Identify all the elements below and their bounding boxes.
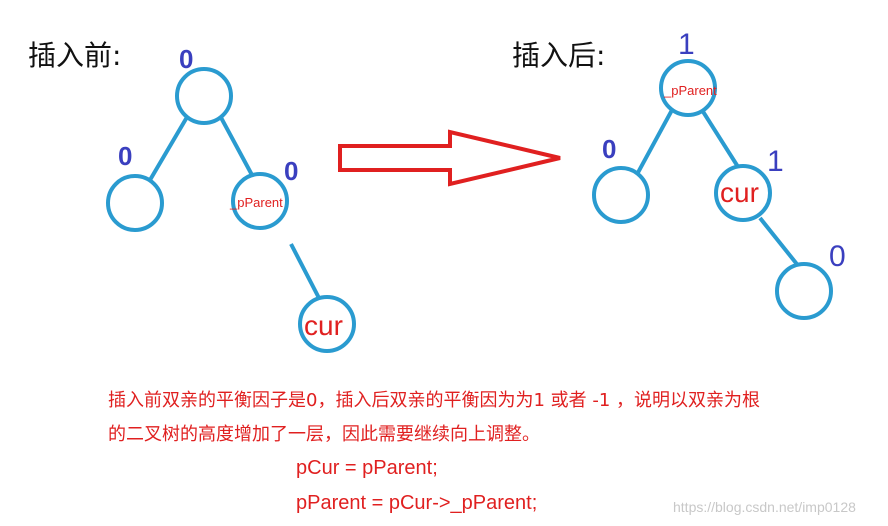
edge-root-left-after	[633, 109, 674, 179]
balance-left-after: 0	[602, 134, 617, 164]
edge-root-right-after	[700, 108, 742, 172]
node-root-after	[659, 59, 717, 117]
label-parent-after: _pParent	[664, 83, 717, 98]
watermark: https://blog.csdn.net/imp0128	[673, 499, 856, 515]
code-line-1: pCur = pParent;	[296, 457, 438, 479]
heading-after: 插入后:	[512, 39, 606, 72]
node-cur-after	[714, 164, 772, 222]
node-parent-before	[231, 172, 289, 230]
transition-arrow	[338, 129, 561, 187]
edge-root-right	[216, 111, 254, 176]
label-cur-after: cur	[720, 177, 759, 208]
balance-child-after: 0	[829, 240, 846, 273]
node-root-before	[175, 67, 233, 125]
edge-cur-child-after	[758, 216, 802, 270]
heading-before: 插入前:	[28, 39, 122, 72]
balance-root-after: 1	[678, 28, 695, 61]
balance-right-after: 1	[767, 145, 784, 178]
balance-root-before: 0	[179, 44, 194, 74]
label-cur-before: cur	[304, 310, 343, 341]
node-left-after	[592, 166, 650, 224]
code-line-2: pParent = pCur->_pParent;	[296, 492, 538, 514]
node-child-after	[775, 262, 833, 320]
node-left-before	[106, 174, 164, 232]
edge-parent-cur	[289, 243, 322, 301]
node-cur-before	[298, 295, 356, 353]
description-line-2: 的二叉树的高度增加了一层，因此需要继续向上调整。	[108, 424, 540, 445]
balance-right-before: 0	[284, 156, 299, 186]
label-parent-before: _pParent	[230, 195, 283, 210]
description-line-1: 插入前双亲的平衡因子是0，插入后双亲的平衡因为为1 或者 -1 ，说明以双亲为根	[108, 390, 761, 411]
balance-left-before: 0	[118, 141, 133, 171]
edge-root-left	[148, 110, 192, 182]
